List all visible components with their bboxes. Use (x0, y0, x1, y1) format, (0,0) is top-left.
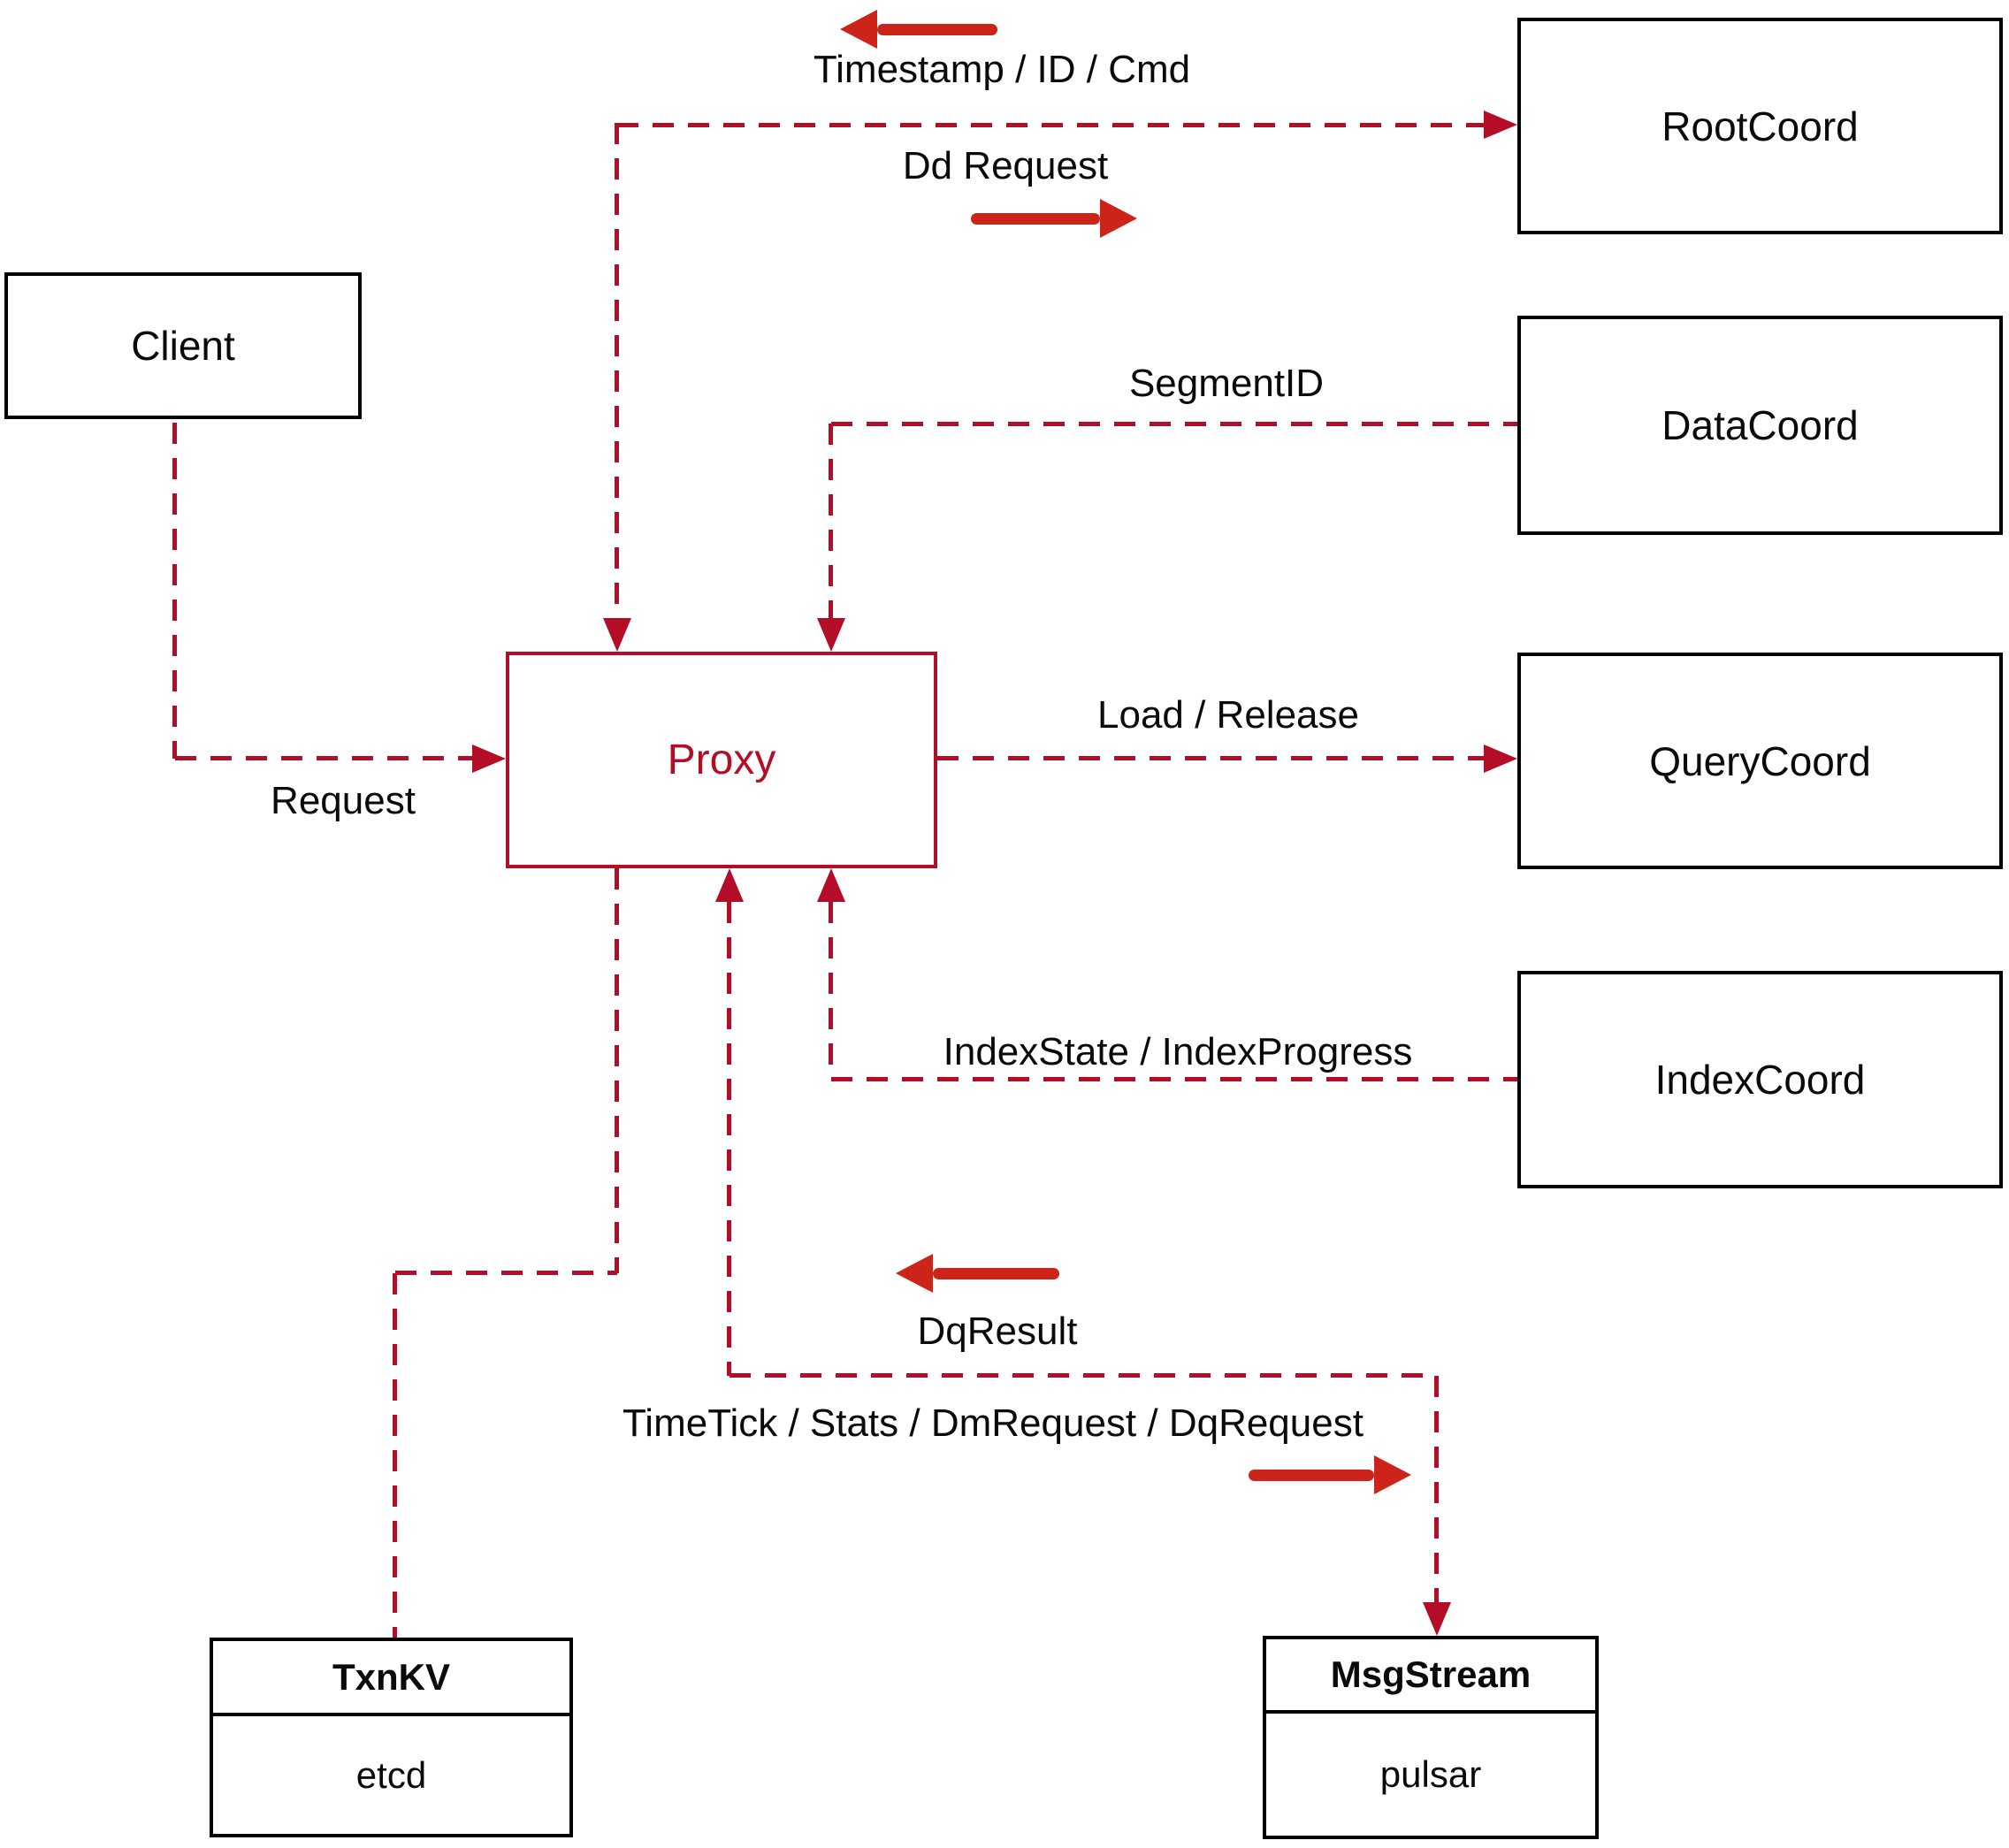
node-txnkv-title: TxnKV (213, 1641, 569, 1716)
node-indexcoord-label: IndexCoord (1654, 1057, 1866, 1103)
edge-proxy-txnkv-vertical-1 (615, 868, 619, 1273)
edge-proxy-querycoord (937, 756, 1484, 760)
arrowhead-into-proxy-bottom-left (715, 868, 744, 902)
edge-proxy-txnkv-horizontal (395, 1271, 617, 1275)
arrow-right-icon (1100, 199, 1137, 238)
direction-arrow-right-timetick (1249, 1455, 1411, 1494)
edge-proxy-rootcoord-vertical (615, 123, 619, 618)
edge-datacoord-proxy-vertical (829, 424, 833, 618)
direction-arrow-right-dd-request (971, 199, 1137, 238)
arrow-left-icon (896, 1254, 933, 1293)
arrowhead-into-proxy-top-left (603, 618, 631, 652)
node-datacoord: DataCoord (1517, 316, 2003, 535)
edge-label-dd-request: Dd Request (902, 144, 1109, 187)
node-querycoord: QueryCoord (1517, 653, 2003, 869)
arrow-right-icon (1374, 1455, 1411, 1494)
node-rootcoord-label: RootCoord (1661, 103, 1859, 149)
edge-indexcoord-proxy-vertical (829, 902, 833, 1079)
node-msgstream-title: MsgStream (1266, 1639, 1595, 1714)
node-proxy-label: Proxy (667, 737, 776, 783)
direction-arrow-left-timestamp (840, 10, 997, 49)
edge-label-timestamp: Timestamp / ID / Cmd (813, 48, 1191, 91)
node-client-label: Client (131, 323, 235, 369)
node-msgstream: MsgStream pulsar (1263, 1636, 1599, 1839)
edge-client-proxy-vertical (172, 423, 177, 759)
node-msgstream-impl: pulsar (1379, 1753, 1482, 1795)
arrowhead-into-rootcoord (1484, 111, 1517, 139)
edge-label-load-release: Load / Release (1097, 693, 1359, 737)
edge-proxy-msgstream-vertical-up (727, 902, 731, 1376)
node-querycoord-label: QueryCoord (1649, 737, 1871, 784)
arrowhead-into-msgstream (1423, 1602, 1451, 1636)
edge-proxy-txnkv-vertical-2 (393, 1273, 397, 1638)
edge-label-timetick: TimeTick / Stats / DmRequest / DqRequest (623, 1401, 1364, 1445)
edge-proxy-msgstream-horizontal (730, 1373, 1437, 1378)
edge-proxy-msgstream-vertical-down (1434, 1376, 1439, 1602)
edge-proxy-rootcoord-horizontal (617, 123, 1484, 127)
edge-label-dq-result: DqResult (917, 1310, 1078, 1353)
edge-label-index-state: IndexState / IndexProgress (943, 1030, 1413, 1073)
node-client: Client (4, 272, 362, 419)
edge-datacoord-proxy-horizontal (831, 422, 1517, 426)
node-proxy: Proxy (506, 652, 937, 868)
node-txnkv-impl: etcd (355, 1753, 427, 1796)
arrowhead-into-proxy-top-right (817, 618, 845, 652)
arrow-left-icon (840, 10, 877, 49)
node-datacoord-label: DataCoord (1661, 402, 1859, 448)
edge-label-request: Request (271, 779, 416, 822)
edge-label-segment-id: SegmentID (1128, 362, 1325, 405)
node-indexcoord: IndexCoord (1517, 971, 2003, 1188)
arrowhead-into-proxy-left (472, 745, 506, 773)
edge-indexcoord-proxy-horizontal (831, 1077, 1517, 1081)
node-txnkv: TxnKV etcd (210, 1638, 573, 1837)
direction-arrow-left-dqresult (896, 1254, 1059, 1293)
arrowhead-into-proxy-bottom-right (817, 868, 845, 902)
node-rootcoord: RootCoord (1517, 18, 2003, 234)
edge-client-proxy-horizontal (175, 756, 472, 760)
arrowhead-into-querycoord (1484, 745, 1517, 773)
